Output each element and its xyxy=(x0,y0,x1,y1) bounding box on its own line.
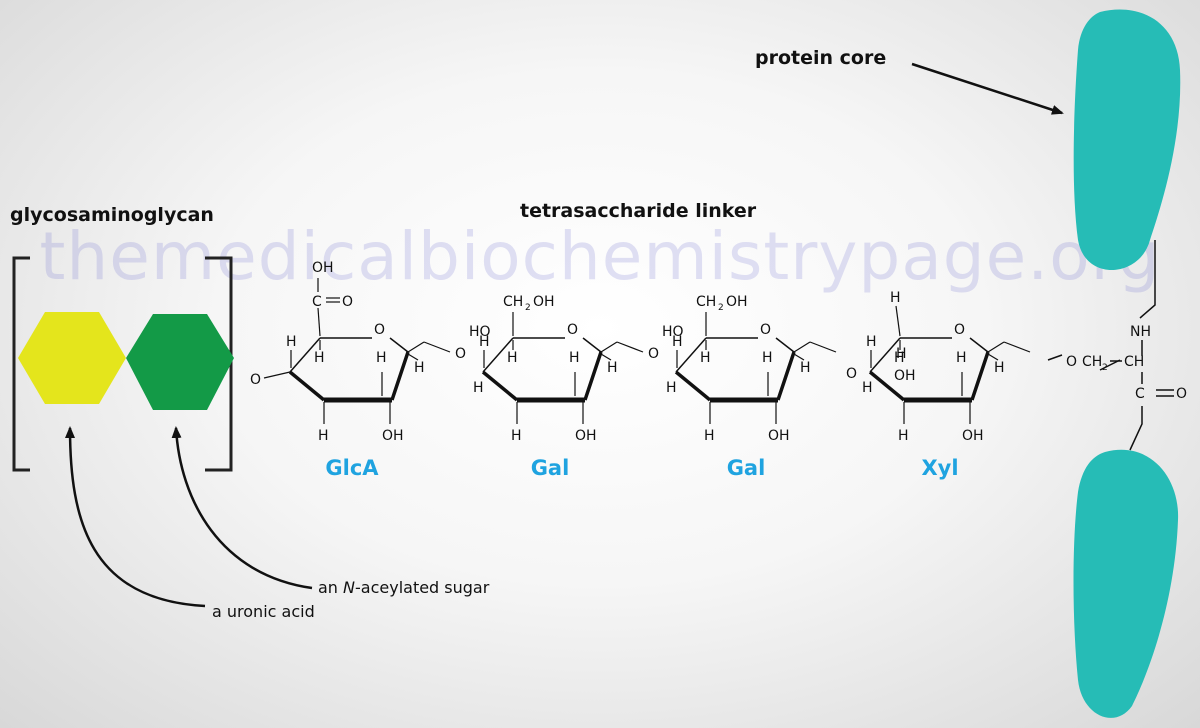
svg-text:H: H xyxy=(672,334,683,350)
sugar-label-glca: GlcA xyxy=(325,456,379,480)
svg-text:H: H xyxy=(704,428,715,444)
svg-text:H: H xyxy=(511,428,522,444)
uronic-acid-label: a uronic acid xyxy=(212,602,315,621)
svg-text:H: H xyxy=(894,350,905,366)
tetrasaccharide-linker-label: tetrasaccharide linker xyxy=(520,200,757,222)
svg-text:CH: CH xyxy=(1124,354,1144,370)
svg-text:HO: HO xyxy=(662,324,684,340)
n-acetylated-sugar-hexagon xyxy=(126,314,234,410)
uronic-acid-arrow xyxy=(65,426,206,608)
ring-2-gal-bond xyxy=(582,337,602,353)
svg-text:OH: OH xyxy=(894,368,916,384)
svg-text:OH: OH xyxy=(312,260,334,276)
svg-text:H: H xyxy=(318,428,329,444)
ring-3-gal-bond xyxy=(674,370,712,402)
svg-text:2: 2 xyxy=(1102,363,1108,373)
svg-text:OH: OH xyxy=(575,428,597,444)
svg-text:H: H xyxy=(994,360,1005,376)
svg-text:H: H xyxy=(700,350,711,366)
svg-text:OH: OH xyxy=(382,428,404,444)
ring-2-gal-bond xyxy=(481,370,519,402)
n-acetylated-sugar-arrow xyxy=(171,426,313,590)
svg-text:H: H xyxy=(866,334,877,350)
svg-text:H: H xyxy=(414,360,425,376)
n-acetylated-sugar-label: an N-aceylated sugar xyxy=(318,578,490,597)
protein-core-lower-blob xyxy=(1073,449,1179,718)
svg-text:O: O xyxy=(1176,386,1187,402)
svg-text:H: H xyxy=(314,350,325,366)
svg-text:H: H xyxy=(956,350,967,366)
ring-3-gal-bond xyxy=(776,351,796,401)
svg-text:H: H xyxy=(607,360,618,376)
svg-text:O: O xyxy=(455,346,466,362)
svg-text:2: 2 xyxy=(525,303,531,313)
ring-1-glca-bond xyxy=(289,337,321,373)
ring-2-gal-glycosidic-bond xyxy=(600,341,618,353)
svg-text:OH: OH xyxy=(768,428,790,444)
svg-text:H: H xyxy=(479,334,490,350)
uronic-acid-hexagon xyxy=(18,312,126,404)
ring-3-gal-bond xyxy=(775,337,795,353)
ring-1-glca-ring-oxygen: O xyxy=(374,322,385,338)
ring-4-xyl-bond xyxy=(969,337,989,353)
svg-text:NH: NH xyxy=(1130,324,1151,340)
svg-text:H: H xyxy=(862,380,873,396)
svg-text:O: O xyxy=(648,346,659,362)
ring-2-gal-bond xyxy=(482,337,514,373)
svg-text:OH: OH xyxy=(726,294,748,310)
svg-text:H: H xyxy=(890,290,901,306)
ring-4-xyl-ring-oxygen: O xyxy=(954,322,965,338)
sugar-label-gal-1: Gal xyxy=(530,456,570,480)
svg-text:H: H xyxy=(666,380,677,396)
ring-3-gal-glycosidic-bond xyxy=(793,341,811,353)
ring-1-glca-bond xyxy=(288,370,326,402)
svg-text:H: H xyxy=(800,360,811,376)
svg-text:H: H xyxy=(507,350,518,366)
svg-text:O: O xyxy=(1066,354,1077,370)
svg-text:H: H xyxy=(473,380,484,396)
svg-text:H: H xyxy=(898,428,909,444)
glycosaminoglycan-label: glycosaminoglycan xyxy=(10,204,214,226)
svg-text:CH: CH xyxy=(696,294,716,310)
ring-2-gal-bond xyxy=(583,351,603,401)
svg-text:CH: CH xyxy=(503,294,523,310)
terminal-oxygen: O xyxy=(250,372,261,388)
sugar-label-xyl: Xyl xyxy=(921,456,959,480)
protein-core-label: protein core xyxy=(755,47,887,69)
ring-4-xyl-bond xyxy=(869,337,901,373)
ring-3-gal-bond xyxy=(675,337,707,373)
ring-4-xyl-glycosidic-bond xyxy=(987,341,1005,353)
svg-text:H: H xyxy=(286,334,297,350)
ring-2-gal-ring-oxygen: O xyxy=(567,322,578,338)
ring-1-glca-bond xyxy=(390,351,410,401)
ring-4-xyl-bond xyxy=(868,370,906,402)
serine-residue xyxy=(1047,240,1174,451)
svg-text:O: O xyxy=(846,366,857,382)
svg-text:H: H xyxy=(376,350,387,366)
ring-1-glca-bond xyxy=(389,337,409,353)
ring-3-gal-ring-oxygen: O xyxy=(760,322,771,338)
protein-core-arrow xyxy=(911,62,1064,115)
left-bracket xyxy=(12,256,30,472)
svg-text:OH: OH xyxy=(533,294,555,310)
svg-text:O: O xyxy=(342,294,353,310)
right-bracket xyxy=(205,256,233,472)
svg-text:C: C xyxy=(312,294,322,310)
svg-text:H: H xyxy=(569,350,580,366)
sugar-label-gal-2: Gal xyxy=(726,456,766,480)
protein-core-upper-blob xyxy=(1073,9,1181,271)
svg-text:H: H xyxy=(762,350,773,366)
svg-text:H: H xyxy=(896,346,907,362)
svg-text:CH: CH xyxy=(1082,354,1102,370)
svg-text:2: 2 xyxy=(718,303,724,313)
ring-4-xyl-bond xyxy=(970,351,990,401)
svg-text:OH: OH xyxy=(962,428,984,444)
svg-text:C: C xyxy=(1135,386,1145,402)
ring-1-glca-glycosidic-bond xyxy=(407,341,425,353)
svg-text:HO: HO xyxy=(469,324,491,340)
